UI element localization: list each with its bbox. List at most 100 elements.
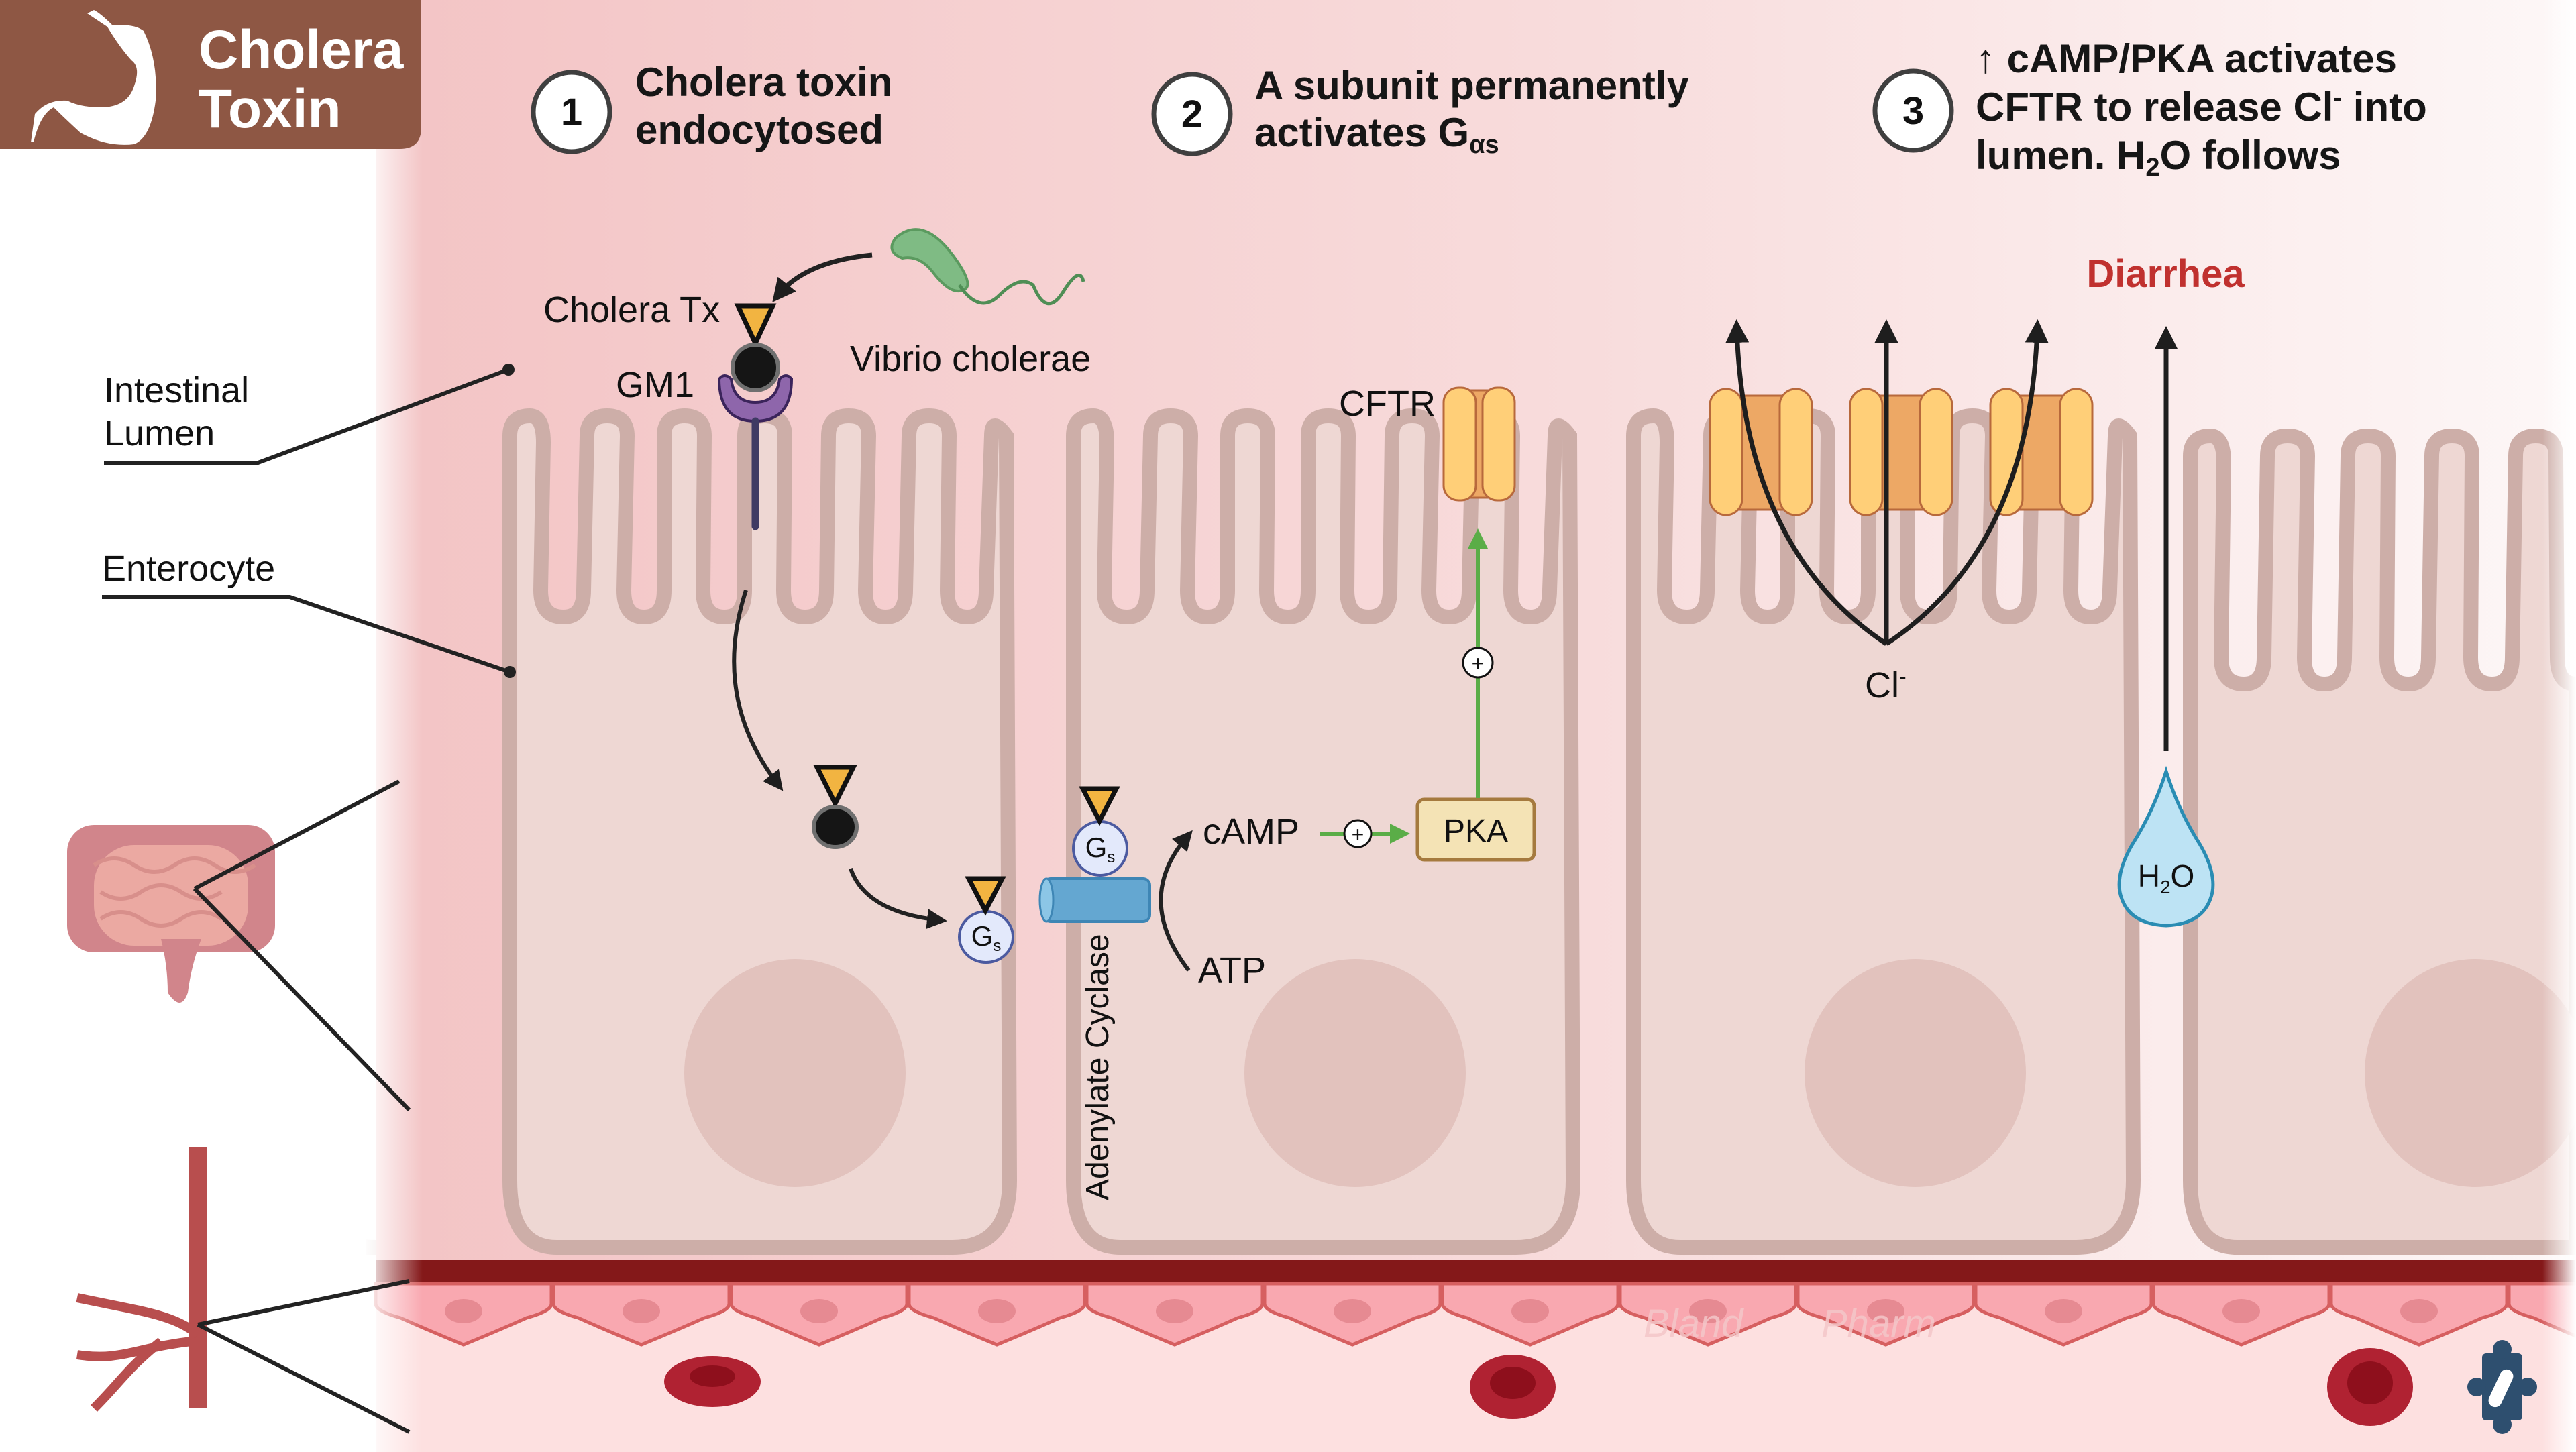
title-line-2: Toxin <box>199 78 341 139</box>
internalized-toxin-a <box>813 765 857 809</box>
endothelial-nucleus <box>1511 1299 1549 1323</box>
arrow-endocytosis <box>732 590 784 791</box>
endothelial-nucleus <box>623 1299 660 1323</box>
watermark-pharm: Pharm <box>1821 1302 1936 1345</box>
internalized-toxin-b <box>812 805 859 849</box>
step-1-line-1: Cholera toxin <box>635 60 892 105</box>
step-2-number: 2 <box>1181 93 1203 136</box>
endothelial-nucleus <box>800 1299 838 1323</box>
label-intestinal-lumen-1: Intestinal <box>104 370 249 410</box>
step-3-line-3: lumen. H2O follows <box>1976 133 2341 182</box>
label-vibrio-cholerae: Vibrio cholerae <box>850 339 1091 379</box>
red-blood-cell <box>2327 1348 2413 1426</box>
endothelial-nucleus <box>1689 1299 1727 1323</box>
cftr-channel-open <box>1849 388 1953 516</box>
flagellum <box>957 273 1085 306</box>
step-1-number: 1 <box>561 91 582 134</box>
label-adenylate-cyclase: Adenylate Cyclase <box>1080 934 1116 1200</box>
svg-text:Gs: Gs <box>971 920 1002 955</box>
endothelial-nucleus <box>1156 1299 1193 1323</box>
nucleus-4 <box>2365 959 2576 1187</box>
label-gm1: GM1 <box>616 365 694 405</box>
step-3-number: 3 <box>1902 89 1924 133</box>
gs-protein-2: Gs <box>1072 786 1128 877</box>
label-diarrhea: Diarrhea <box>2086 252 2245 296</box>
step-1-badge <box>531 70 612 154</box>
plus-sign-cftr: + <box>1472 651 1485 675</box>
gm1-receptor <box>717 374 794 423</box>
label-camp: cAMP <box>1203 812 1299 852</box>
cl-arrow-right <box>1885 319 2049 646</box>
gs-protein-1: Gs <box>958 876 1014 964</box>
endothelial-cells <box>374 1282 2576 1347</box>
capillary-wall <box>376 1260 2576 1284</box>
endothelial-nucleus <box>2045 1299 2082 1323</box>
endothelial-nucleus <box>978 1299 1016 1323</box>
right-fade <box>2542 0 2576 1452</box>
plus-badge-pka <box>1343 819 1373 848</box>
cftr-channel-open <box>1709 388 1813 516</box>
label-pka: PKA <box>1444 814 1508 849</box>
left-panel-bg <box>0 0 366 1452</box>
watermark-bland: Bland <box>1644 1302 1744 1345</box>
pka-box <box>1415 797 1536 862</box>
red-blood-cell <box>664 1356 761 1407</box>
cftr-channel-closed <box>1442 386 1516 502</box>
brand-logo-icon <box>2467 1340 2537 1434</box>
label-h2o: H2O <box>2138 858 2195 897</box>
step-3-badge <box>1872 68 1954 153</box>
label-atp: ATP <box>1198 950 1266 991</box>
stomach-icon <box>31 10 156 145</box>
leader-dot-enterocyte <box>504 666 516 678</box>
step-1: 1 Cholera toxin endocytosed <box>531 60 892 154</box>
intestine-icon <box>67 779 411 1112</box>
step-2-line-2: activates Gαs <box>1254 110 1499 159</box>
red-blood-cells <box>664 1348 2413 1426</box>
label-chloride: Cl- <box>1865 665 1907 706</box>
step-3-line-1: ↑ cAMP/PKA activates <box>1976 36 2397 81</box>
endothelial-nucleus <box>1334 1299 1371 1323</box>
nuclei <box>684 959 2576 1187</box>
endothelial-nucleus <box>1867 1299 1904 1323</box>
title-block: Cholera Toxin <box>0 0 421 149</box>
nucleus-1 <box>684 959 906 1187</box>
cl-arrow-left <box>1725 319 1888 646</box>
cholera-toxin-b <box>731 343 780 392</box>
label-intestinal-lumen-2: Lumen <box>104 413 215 453</box>
arrow-atp-to-camp <box>1159 830 1193 972</box>
arrow-to-gs <box>849 868 947 929</box>
label-cftr: CFTR <box>1339 384 1436 424</box>
plus-badge-cftr <box>1462 647 1494 679</box>
left-fade <box>362 0 423 1452</box>
arrow-toxin-release <box>772 252 873 302</box>
step-3-line-2: CFTR to release Cl- into <box>1976 84 2427 129</box>
step-1-line-2: endocytosed <box>635 107 883 152</box>
label-cholera-tx: Cholera Tx <box>543 290 720 330</box>
leader-line-enterocyte <box>102 595 511 674</box>
step-2: 2 A subunit permanently activates Gαs <box>1151 63 1689 159</box>
cftr-channels-open <box>1709 388 2094 516</box>
leader-dot-lumen <box>502 364 515 376</box>
svg-text:Gs: Gs <box>1085 832 1116 867</box>
artery-icon <box>76 1147 411 1434</box>
nucleus-2 <box>1244 959 1466 1187</box>
endothelial-nucleus <box>445 1299 482 1323</box>
nucleus-3 <box>1805 959 2026 1187</box>
water-drop-icon <box>2117 765 2215 928</box>
vibrio-cholerae: Vibrio cholerae <box>850 228 1091 379</box>
left-labels: Intestinal Lumen Enterocyte <box>102 364 516 678</box>
title-line-1: Cholera <box>199 19 405 80</box>
step-2-badge <box>1151 72 1233 156</box>
cholera-toxin-a <box>734 303 777 349</box>
cftr-channel-open <box>1989 388 2094 516</box>
endothelial-nucleus <box>2222 1299 2260 1323</box>
adenylate-cyclase: Adenylate Cyclase <box>1038 877 1151 1200</box>
endothelial-nucleus <box>2400 1299 2438 1323</box>
plus-sign-pka: + <box>1352 822 1364 846</box>
step-3: 3 ↑ cAMP/PKA activates CFTR to release C… <box>1872 36 2427 182</box>
label-enterocyte: Enterocyte <box>102 549 275 589</box>
bacterium-body <box>890 228 969 292</box>
leader-line-lumen <box>104 368 510 465</box>
step-2-line-1: A subunit permanently <box>1254 63 1689 108</box>
